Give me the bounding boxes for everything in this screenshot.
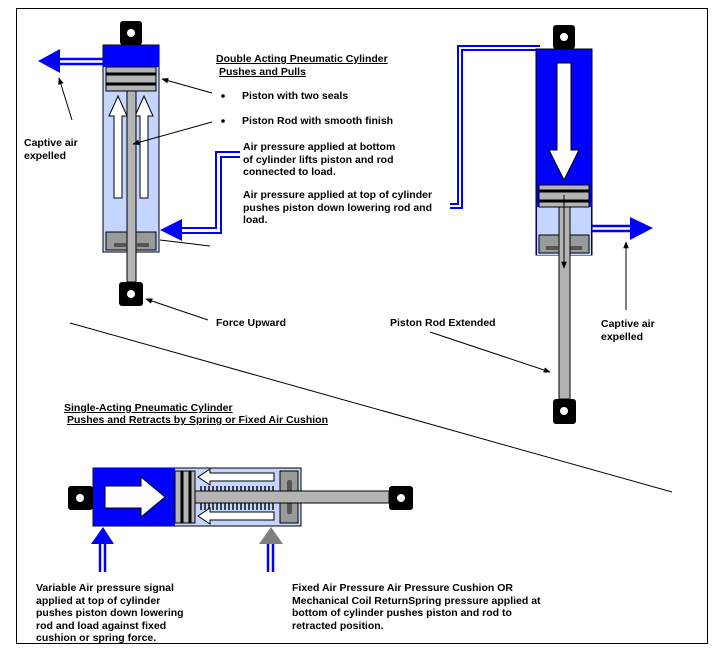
cylinder-3-cushion-arrow bbox=[259, 527, 283, 544]
cylinder-3-push-arrow bbox=[104, 475, 166, 519]
cylinder-1-double-acting bbox=[38, 21, 240, 306]
bullet-dot-2 bbox=[221, 119, 225, 123]
double-acting-title-line-1: Double Acting Pneumatic Cylinder bbox=[216, 53, 388, 65]
captive-air-left-label: Captive air expelled bbox=[24, 137, 78, 162]
note-air-top: Air pressure applied at top of cylinder … bbox=[243, 189, 433, 226]
cylinder-2-callouts bbox=[429, 241, 629, 373]
diagram-frame bbox=[16, 8, 708, 644]
cylinder-1-exhaust-arrow bbox=[38, 49, 60, 73]
cylinder-2-double-acting bbox=[450, 25, 653, 424]
force-upward-label: Force Upward bbox=[216, 317, 287, 329]
double-acting-title-line-2: Pushes and Pulls bbox=[219, 66, 306, 78]
single-acting-left-note: Variable Air pressure signal applied at … bbox=[36, 582, 184, 644]
cylinder-1-piston bbox=[105, 66, 157, 92]
cylinder-2-down-arrow bbox=[548, 62, 580, 182]
cylinder-2-exhaust-arrow bbox=[630, 217, 653, 240]
separator-line bbox=[69, 322, 673, 493]
cylinder-1-supply-arrow bbox=[160, 219, 182, 241]
cylinder-3-retract-arrow-bottom bbox=[197, 507, 275, 525]
cylinder-3-single-acting bbox=[68, 467, 413, 572]
cylinder-3-piston bbox=[174, 470, 196, 524]
single-acting-title-line-1: Single-Acting Pneumatic Cylinder bbox=[64, 402, 233, 414]
cylinder-1-piston-rod bbox=[126, 90, 137, 283]
single-acting-right-note: Fixed Air Pressure Air Pressure Cushion … bbox=[292, 582, 541, 632]
cylinder-1-callouts bbox=[58, 77, 213, 321]
cylinder-1-top-chamber bbox=[103, 45, 159, 67]
single-acting-title-line-2: Pushes and Retracts by Spring or Fixed A… bbox=[67, 414, 328, 426]
captive-air-right-label: Captive air expelled bbox=[601, 318, 655, 343]
note-air-bottom: Air pressure applied at bottom of cylind… bbox=[243, 141, 396, 178]
bullet-piston-rod-finish: Piston Rod with smooth finish bbox=[242, 115, 394, 127]
rod-extended-label: Piston Rod Extended bbox=[390, 317, 496, 329]
bullet-dot-1 bbox=[221, 94, 225, 98]
cylinder-3-piston-rod bbox=[194, 490, 390, 504]
cylinder-3-supply-arrow bbox=[91, 527, 114, 544]
cylinder-1-up-arrow-right bbox=[134, 94, 154, 199]
cylinder-3-retract-arrow-top bbox=[197, 468, 275, 486]
bullet-piston-two-seals: Piston with two seals bbox=[242, 90, 349, 102]
cylinder-1-up-arrow-left bbox=[108, 94, 128, 199]
